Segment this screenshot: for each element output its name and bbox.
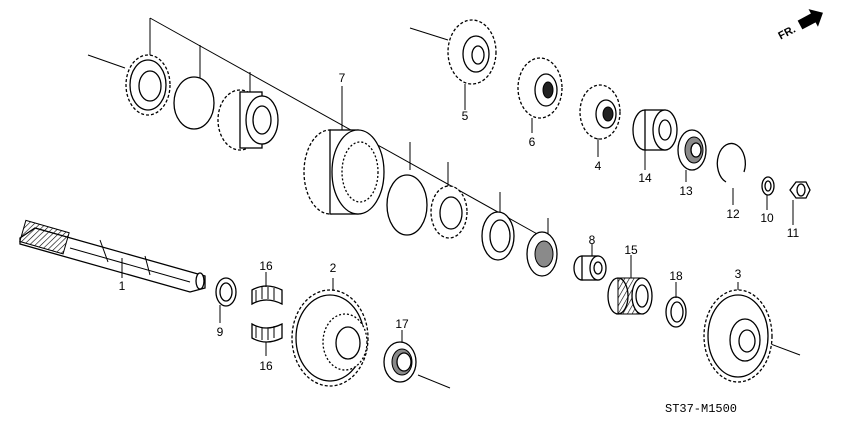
- callout-part-13: 13: [679, 184, 693, 198]
- callout-part-14: 14: [638, 171, 652, 185]
- callout-part-18: 18: [669, 269, 683, 283]
- part-12-snap-ring: [716, 142, 746, 183]
- callout-part-16-lower: 16: [259, 359, 273, 373]
- callout-part-6: 6: [529, 135, 536, 149]
- part-17-collar: [383, 341, 417, 383]
- synchro-ring-middle: [430, 185, 468, 239]
- part-16-needle-bearing-lower: [251, 322, 283, 343]
- synchro-sleeve-upper-left: [217, 89, 279, 151]
- part-16-needle-bearing-upper: [251, 285, 283, 306]
- front-label: FR.: [776, 24, 797, 43]
- callout-part-5: 5: [462, 109, 469, 123]
- part-7-synchro-sleeve: [303, 129, 385, 215]
- part-13-ball-bearing: [677, 129, 707, 171]
- callout-part-7: 7: [339, 71, 346, 85]
- callout-part-8: 8: [589, 233, 596, 247]
- callout-part-11: 11: [787, 226, 800, 240]
- part-8-spacer-collar: [573, 255, 607, 281]
- part-5-gear: [447, 19, 497, 85]
- synchro-cone-right: [526, 231, 558, 277]
- callout-part-3: 3: [735, 267, 742, 281]
- callout-part-2: 2: [330, 261, 337, 275]
- part-11-locknut: [789, 181, 811, 199]
- diagram-code: ST37-M1500: [665, 402, 737, 416]
- callout-labels: 1 2 3 4 5 6 7 8 9 10 11 12 13 14 15 16 1…: [119, 71, 800, 373]
- part-2-gear: [291, 289, 369, 387]
- callout-part-16-upper: 16: [259, 259, 273, 273]
- synchro-hub-upper-left: [125, 54, 171, 116]
- snap-ring-middle: [386, 174, 428, 236]
- part-4-gear: [579, 84, 621, 140]
- callout-leader-lines: [121, 84, 794, 356]
- part-10-washer: [761, 176, 775, 196]
- callout-part-9: 9: [217, 325, 224, 339]
- part-18-thrust-washer: [665, 296, 687, 328]
- callout-part-15: 15: [624, 243, 638, 257]
- arrow-right-icon: [797, 9, 823, 30]
- part-9-thrust-washer: [215, 277, 237, 307]
- snap-ring-upper-left: [173, 76, 215, 130]
- part-14-ball-bearing: [632, 109, 678, 151]
- synchro-cone-middle: [481, 211, 515, 261]
- callout-part-17: 17: [395, 317, 409, 331]
- part-1-mainshaft: [19, 219, 206, 293]
- front-direction-badge: FR.: [776, 9, 823, 43]
- part-3-gear: [703, 289, 773, 383]
- callout-part-10: 10: [760, 211, 774, 225]
- callout-part-12: 12: [726, 207, 740, 221]
- part-6-gear: [517, 57, 563, 119]
- callout-part-1: 1: [119, 279, 126, 293]
- part-15-needle-bearing: [607, 277, 653, 315]
- callout-part-4: 4: [595, 159, 602, 173]
